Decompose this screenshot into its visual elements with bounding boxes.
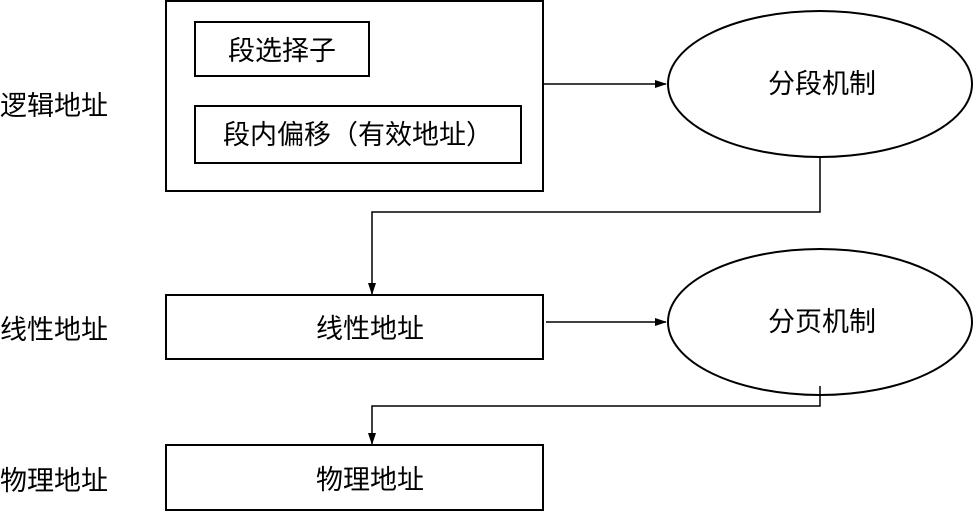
arrow-paging-to-physical [368, 386, 821, 445]
physical-address-label: 物理地址 [0, 466, 108, 497]
arrow-segmentation-to-linear [368, 157, 821, 295]
paging-unit-text: 分页机制 [768, 307, 876, 338]
segment-selector-text: 段选择子 [228, 36, 336, 67]
segment-offset-text: 段内偏移（有效地址） [223, 120, 493, 151]
physical-address-text: 物理地址 [316, 465, 424, 496]
linear-address-label: 线性地址 [0, 315, 108, 346]
linear-address-box [165, 294, 544, 360]
segment-offset-box [194, 105, 522, 164]
linear-address-text: 线性地址 [316, 314, 424, 345]
segment-selector-box [194, 21, 370, 77]
physical-address-box [165, 444, 544, 511]
logical-address-label: 逻辑地址 [0, 91, 108, 122]
segmentation-unit-text: 分段机制 [768, 69, 876, 100]
